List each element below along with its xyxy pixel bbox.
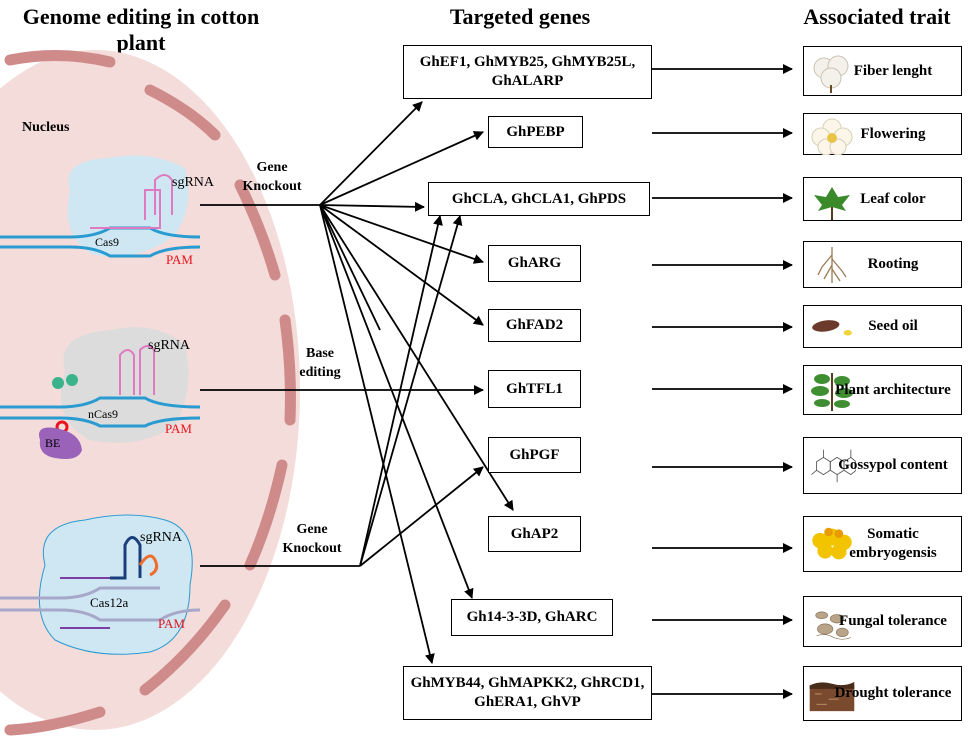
gene-box: GhTFL1 xyxy=(488,370,581,408)
svg-text:sgRNA: sgRNA xyxy=(172,175,215,190)
svg-text:PAM: PAM xyxy=(165,421,192,436)
soil-icon xyxy=(809,682,855,712)
svg-text:Cas12a: Cas12a xyxy=(90,595,129,610)
svg-text:PAM: PAM xyxy=(158,616,185,631)
nucleus-label: Nucleus xyxy=(22,120,70,135)
middle-heading: Targeted genes xyxy=(449,4,591,29)
trait-box: Somatic embryogensis xyxy=(803,516,962,572)
leaf-icon xyxy=(814,187,850,220)
trait-box: Fungal tolerance xyxy=(803,596,962,647)
edit-label-base-editing: Base editing xyxy=(299,346,341,380)
tool-connectors xyxy=(200,204,372,567)
trait-label: Leaf color xyxy=(860,190,926,207)
cas9-complex: sgRNA Cas9 PAM xyxy=(0,155,215,267)
trait-label: Fiber lenght xyxy=(853,62,933,79)
trait-box: Flowering xyxy=(803,113,962,155)
root-icon xyxy=(817,247,847,283)
gene-box: GhCLA, GhCLA1, GhPDS xyxy=(428,182,650,216)
trait-label: Fungal tolerance xyxy=(839,613,947,629)
left-heading: Genome editing in cotton plant xyxy=(22,4,260,55)
cotton-boll-icon xyxy=(813,55,849,93)
trait-box: Seed oil xyxy=(803,305,962,348)
edit-label-gene-knockout-2: Gene Knockout xyxy=(282,522,342,556)
edit-label-gene-knockout-1: Gene Knockout xyxy=(242,160,302,194)
gene-box: GhPGF xyxy=(488,437,581,473)
trait-box: Rooting xyxy=(803,241,962,288)
plant-icon xyxy=(811,373,853,411)
svg-text:sgRNA: sgRNA xyxy=(148,338,191,353)
molecule-icon xyxy=(811,449,856,483)
gene-box: Gh14-3-3D, GhARC xyxy=(451,599,613,636)
svg-text:BE: BE xyxy=(45,436,60,450)
gene-box: GhMYB44, GhMAPKK2, GhRCD1, GhERA1, GhVP xyxy=(403,666,652,720)
fungus-icon xyxy=(815,611,851,640)
trait-box: Leaf color xyxy=(803,177,962,221)
gene-box: GhARG xyxy=(488,245,581,282)
svg-text:sgRNA: sgRNA xyxy=(140,530,183,545)
trait-label: Drought tolerance xyxy=(834,685,952,701)
gene-box: GhAP2 xyxy=(488,516,581,552)
knockout-arrows xyxy=(319,101,514,664)
trait-label: Plant architecture xyxy=(835,381,951,398)
gene-box: GhPEBP xyxy=(488,116,583,148)
svg-text:PAM: PAM xyxy=(166,252,193,267)
cas12a-complex: sgRNA Cas12a PAM xyxy=(0,514,201,655)
trait-box: Gossypol content xyxy=(803,437,962,494)
svg-text:Cas9: Cas9 xyxy=(95,235,119,249)
seed-icon xyxy=(812,320,852,336)
trait-label: Gossypol content xyxy=(838,457,948,473)
gene-box: GhFAD2 xyxy=(488,309,581,342)
trait-label: Somatic embryogensis xyxy=(849,526,937,561)
ncas9-complex: BE sgRNA nCas9 PAM xyxy=(0,327,201,459)
svg-text:nCas9: nCas9 xyxy=(88,407,118,421)
trait-box: Drought tolerance xyxy=(803,666,962,721)
gene-trait-arrows xyxy=(652,64,793,699)
trait-label: Rooting xyxy=(867,256,919,272)
trait-box: Fiber lenght xyxy=(803,46,962,96)
embryo-icon xyxy=(812,527,852,560)
trait-label: Flowering xyxy=(860,125,926,142)
trait-box: Plant architecture xyxy=(803,365,962,415)
trait-label: Seed oil xyxy=(868,318,918,334)
flower-icon xyxy=(811,118,853,155)
right-heading: Associated trait xyxy=(803,4,951,29)
gene-box: GhEF1, GhMYB25, GhMYB25L, GhALARP xyxy=(403,45,652,99)
